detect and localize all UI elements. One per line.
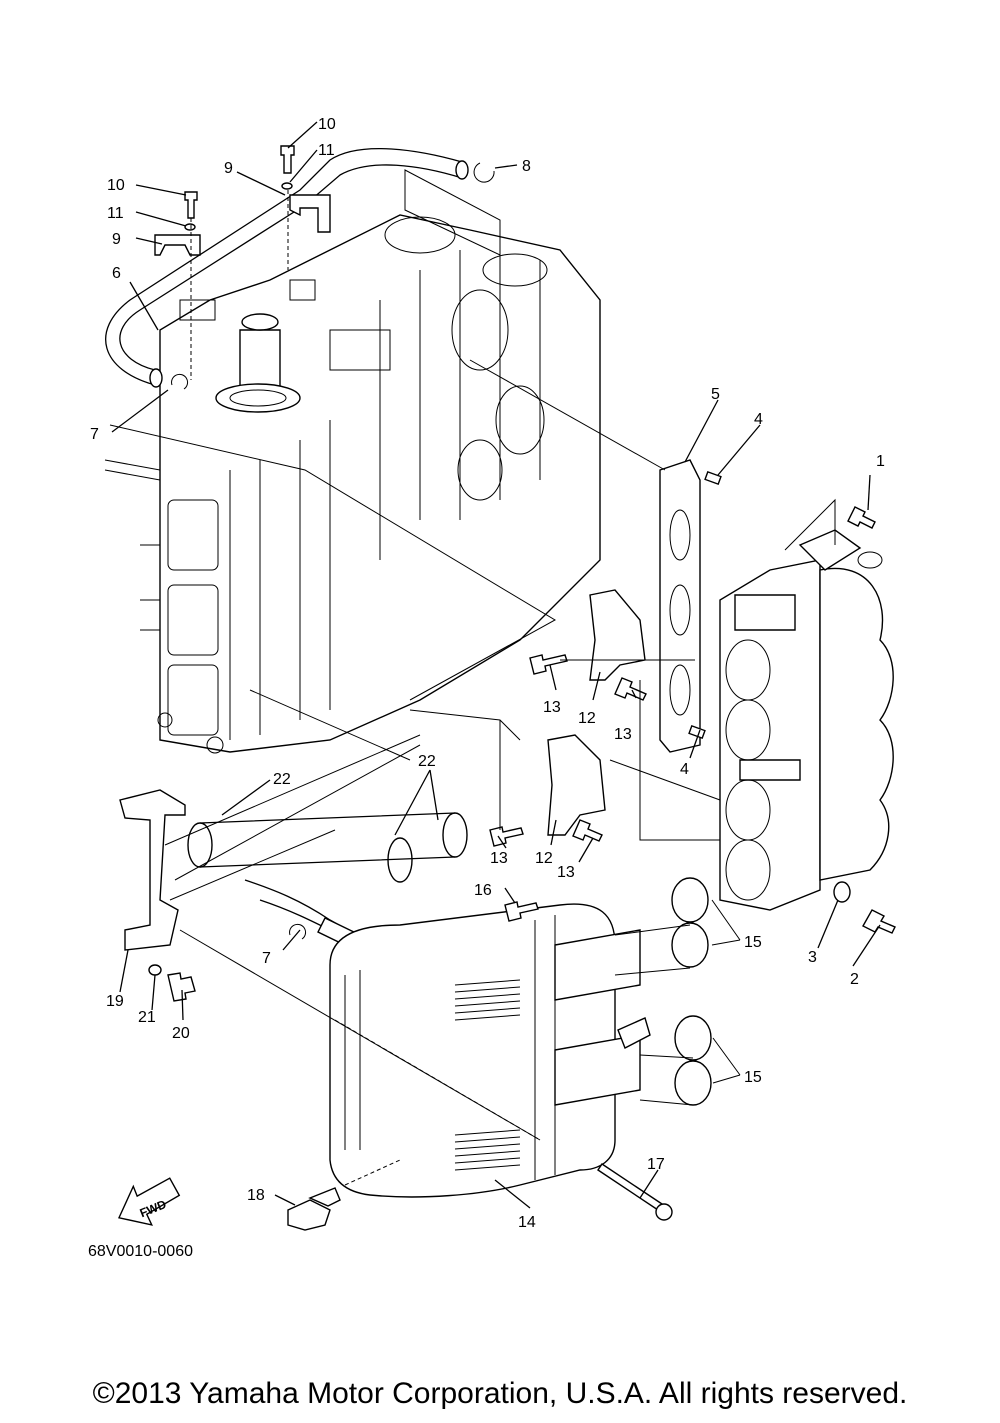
bolt-2 [862,909,896,934]
label-part-13-b: 13 [614,726,632,743]
label-part-11-left: 11 [107,205,124,222]
label-part-22-left: 22 [273,771,291,788]
label-part-13-c: 13 [490,850,508,867]
bolt-10-left [184,191,198,219]
label-part-12-upper: 12 [578,710,596,727]
exploded-parts-diagram: 1 2 3 4 4 5 6 7 7 8 9 9 10 10 11 11 12 1… [90,116,896,1231]
label-part-20: 20 [172,1025,190,1042]
label-part-12-lower: 12 [535,850,553,867]
washer-11-left [184,223,196,231]
screw-16 [504,901,539,922]
o-ring-15-c [674,1015,712,1061]
label-part-7-upper: 7 [90,426,99,443]
label-part-1: 1 [876,453,885,470]
label-part-4-lower: 4 [680,761,689,778]
clip-7-lower [289,923,306,940]
label-part-8: 8 [522,158,531,175]
label-part-15-lower: 15 [744,1069,762,1086]
bolt-1 [847,506,876,529]
diagram-code: 68V0010-0060 [88,1243,193,1260]
bolt-13-c [489,826,524,847]
intake-silencer [329,903,651,1198]
clamp-8 [473,162,495,183]
label-part-13-a: 13 [543,699,561,716]
label-part-19: 19 [106,993,124,1010]
clip-7-upper [171,373,188,390]
label-part-18: 18 [247,1187,265,1204]
dowel-pin-upper [704,470,722,486]
label-part-6: 6 [112,265,121,282]
bolt-13-a [529,654,568,675]
breather-hose [105,147,469,388]
throttle-body [719,529,894,911]
washer-11-upper [281,182,293,190]
label-part-9-left: 9 [112,231,121,248]
washer-21 [148,964,162,976]
label-part-22-upper: 22 [418,753,436,770]
label-part-7-lower: 7 [262,950,271,967]
o-ring-15-b [671,922,709,968]
leader-lines [111,121,881,1209]
copyright-notice: ©2013 Yamaha Motor Corporation, U.S.A. A… [92,1377,908,1410]
label-part-11-upper: 11 [318,142,335,159]
sensor-18 [287,1199,331,1231]
label-part-3: 3 [808,949,817,966]
bracket-12-lower [547,734,606,836]
o-ring-15-a [671,877,709,923]
label-part-10-upper: 10 [318,116,336,133]
label-part-9-upper: 9 [224,160,233,177]
intake-gasket [659,459,701,753]
label-part-4-upper: 4 [754,411,763,428]
label-part-5: 5 [711,386,720,403]
bolt-13-d [572,819,603,842]
bracket-12-upper [589,589,646,681]
label-part-21: 21 [138,1009,156,1026]
clip-upper [289,194,331,233]
bolt-10-upper [280,145,295,174]
label-part-2: 2 [850,971,859,988]
label-part-13-d: 13 [557,864,575,881]
label-part-14: 14 [518,1214,536,1231]
engine-block [104,214,601,754]
label-part-16: 16 [474,882,492,899]
label-part-10-left: 10 [107,177,125,194]
spacer-3 [833,881,851,903]
bracket-19 [119,789,186,951]
bolt-20 [167,972,196,1002]
clip-left [154,234,201,256]
o-ring-15-d [674,1060,712,1106]
dowel-pin-lower [688,724,706,740]
label-part-17: 17 [647,1156,665,1173]
label-part-15-upper: 15 [744,934,762,951]
bolt-13-b [614,677,647,701]
fwd-arrow [117,1177,181,1226]
